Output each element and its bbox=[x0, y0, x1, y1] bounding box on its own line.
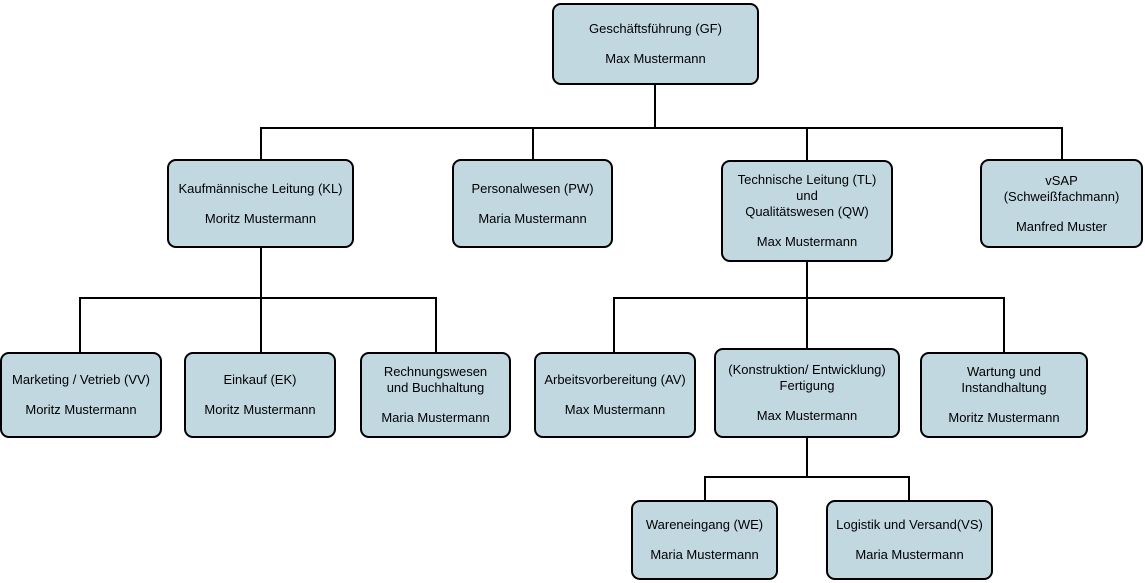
connector-tl-to-wi bbox=[1003, 297, 1005, 353]
node-person: Moritz Mustermann bbox=[204, 402, 316, 417]
node-title: vSAP (Schweißfachmann) bbox=[1003, 172, 1120, 204]
node-title: (Konstruktion/ Entwicklung) Fertigung bbox=[728, 362, 886, 393]
connector-kl-bus bbox=[79, 297, 437, 299]
node-person: Moritz Mustermann bbox=[25, 402, 137, 417]
node-person: Max Mustermann bbox=[605, 51, 706, 66]
node-technische-leitung[interactable]: Technische Leitung (TL) und Qualitätswes… bbox=[721, 160, 893, 262]
node-fertigung[interactable]: (Konstruktion/ Entwicklung) Fertigung Ma… bbox=[714, 348, 900, 438]
node-title: Kaufmännische Leitung (KL) bbox=[178, 180, 343, 196]
connector-level1-bus bbox=[260, 127, 1063, 129]
node-person: Maria Mustermann bbox=[381, 410, 490, 425]
node-title: Logistik und Versand(VS) bbox=[836, 517, 983, 532]
node-title: Marketing / Vetrieb (VV) bbox=[12, 372, 150, 387]
node-einkauf[interactable]: Einkauf (EK) Moritz Mustermann bbox=[184, 352, 336, 438]
connector-tl-bus bbox=[613, 297, 1005, 299]
node-person: Max Mustermann bbox=[756, 234, 858, 249]
connector-gf-to-kl bbox=[260, 127, 262, 160]
node-geschaeftsfuehrung[interactable]: Geschäftsführung (GF) Max Mustermann bbox=[552, 3, 759, 85]
connector-kl-stem bbox=[260, 247, 262, 298]
connector-kl-to-ek bbox=[260, 297, 262, 353]
node-arbeitsvorbereitung[interactable]: Arbeitsvorbereitung (AV) Max Mustermann bbox=[534, 352, 696, 438]
node-person: Moritz Mustermann bbox=[948, 410, 1060, 425]
node-title: Geschäftsführung (GF) bbox=[589, 21, 722, 36]
node-person: Maria Mustermann bbox=[478, 210, 587, 226]
node-title: Einkauf (EK) bbox=[223, 372, 297, 387]
node-wartung-instandhaltung[interactable]: Wartung und Instandhaltung Moritz Muster… bbox=[920, 352, 1088, 438]
connector-fert-to-vs bbox=[908, 476, 910, 500]
node-title: Personalwesen (PW) bbox=[471, 180, 594, 196]
connector-gf-to-tl bbox=[806, 127, 808, 161]
node-person: Maria Mustermann bbox=[855, 547, 964, 562]
connector-gf-to-vsap bbox=[1061, 127, 1063, 160]
node-title: Wartung und Instandhaltung bbox=[961, 364, 1047, 395]
node-vsap[interactable]: vSAP (Schweißfachmann) Manfred Muster bbox=[980, 159, 1143, 248]
connector-gf-to-pw bbox=[532, 127, 534, 160]
node-title: Wareneingang (WE) bbox=[645, 517, 764, 532]
node-person: Manfred Muster bbox=[1015, 218, 1108, 234]
connector-fert-bus bbox=[704, 476, 910, 478]
node-person: Max Mustermann bbox=[756, 408, 858, 423]
node-marketing-vertrieb[interactable]: Marketing / Vetrieb (VV) Moritz Musterma… bbox=[0, 352, 162, 438]
node-title: Rechnungswesen und Buchhaltung bbox=[383, 364, 488, 395]
connector-kl-to-vv bbox=[79, 297, 81, 353]
connector-fert-to-we bbox=[704, 476, 706, 500]
node-kaufmaennische-leitung[interactable]: Kaufmännische Leitung (KL) Moritz Muster… bbox=[167, 159, 354, 248]
node-person: Moritz Mustermann bbox=[204, 210, 317, 226]
node-rechnungswesen[interactable]: Rechnungswesen und Buchhaltung Maria Mus… bbox=[360, 352, 511, 438]
connector-tl-to-fert bbox=[806, 297, 808, 353]
node-person: Max Mustermann bbox=[564, 402, 666, 417]
node-title: Technische Leitung (TL) und Qualitätswes… bbox=[737, 172, 877, 219]
node-wareneingang[interactable]: Wareneingang (WE) Maria Mustermann bbox=[631, 500, 778, 580]
connector-fert-stem bbox=[806, 437, 808, 477]
node-logistik-versand[interactable]: Logistik und Versand(VS) Maria Musterman… bbox=[826, 500, 993, 580]
connector-gf-stem bbox=[654, 85, 656, 128]
node-person: Maria Mustermann bbox=[650, 547, 759, 562]
node-personalwesen[interactable]: Personalwesen (PW) Maria Mustermann bbox=[452, 159, 613, 248]
connector-tl-to-av bbox=[613, 297, 615, 353]
connector-tl-stem bbox=[806, 261, 808, 298]
node-title: Arbeitsvorbereitung (AV) bbox=[544, 372, 686, 387]
connector-kl-to-rw bbox=[435, 297, 437, 353]
